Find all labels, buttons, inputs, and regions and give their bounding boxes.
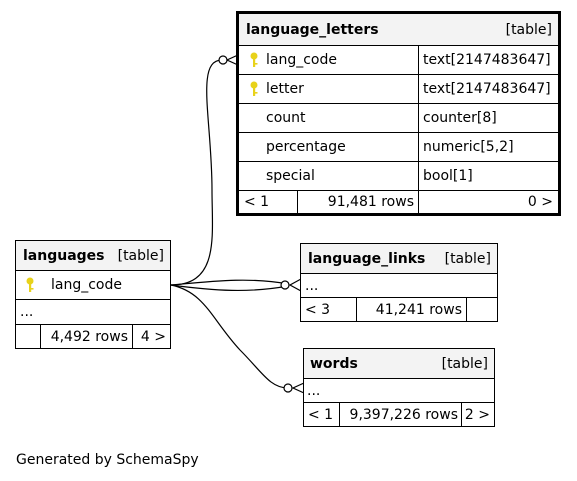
more-columns[interactable]: ...: [304, 378, 494, 402]
column-type: counter[8]: [418, 104, 497, 132]
column-name: count: [266, 110, 306, 126]
children-count[interactable]: 2 >: [461, 403, 494, 426]
table-footer: < 1 9,397,226 rows 2 >: [304, 402, 494, 426]
parents-count[interactable]: < 1: [244, 194, 270, 210]
table-languages[interactable]: languages [table] lang_code ... 4,492 ro…: [15, 240, 171, 349]
table-header: language_links [table]: [301, 244, 497, 273]
generator-credit: Generated by SchemaSpy: [16, 452, 199, 468]
table-footer: < 3 41,241 rows: [301, 297, 497, 321]
more-columns[interactable]: ...: [301, 273, 497, 297]
children-count[interactable]: 4 >: [132, 325, 170, 348]
column-name: special: [266, 168, 315, 184]
column-row[interactable]: lang_code text[2147483647]: [239, 45, 558, 74]
table-header: words [table]: [304, 349, 494, 378]
table-header: language_letters [table]: [239, 14, 558, 45]
column-row[interactable]: special bool[1]: [239, 161, 558, 190]
table-kind: [table]: [117, 247, 164, 264]
edge-languages-to-words: [170, 284, 289, 389]
column-row[interactable]: percentage numeric[5,2]: [239, 132, 558, 161]
table-words[interactable]: words [table] ... < 1 9,397,226 rows 2 >: [303, 348, 495, 427]
column-name: percentage: [266, 139, 346, 155]
column-row[interactable]: lang_code: [16, 270, 170, 299]
column-name: lang_code: [266, 52, 337, 68]
edge-languages-to-language-links-b: [170, 284, 289, 292]
column-type: bool[1]: [418, 162, 473, 190]
table-footer: 4,492 rows 4 >: [16, 324, 170, 348]
table-name: language_letters: [246, 21, 379, 38]
row-count: 9,397,226 rows: [339, 403, 461, 426]
table-footer: < 1 91,481 rows 0 >: [239, 190, 558, 213]
table-language-letters[interactable]: language_letters [table] lang_code text[…: [236, 11, 561, 216]
parents-count[interactable]: < 3: [305, 301, 331, 318]
table-name: words: [310, 355, 358, 372]
column-type: numeric[5,2]: [418, 133, 514, 161]
edge-end-marker: [280, 280, 290, 290]
column-type: text[2147483647]: [418, 46, 551, 74]
column-type: text[2147483647]: [418, 75, 551, 103]
parents-count[interactable]: < 1: [308, 406, 334, 423]
more-columns[interactable]: ...: [16, 299, 170, 324]
ellipsis: ...: [307, 382, 321, 399]
row-count: 4,492 rows: [40, 325, 132, 348]
edge-languages-to-language-links-a: [170, 279, 289, 286]
key-icon: [250, 81, 258, 96]
row-count: 41,241 rows: [356, 298, 466, 321]
row-count: 91,481 rows: [297, 191, 418, 213]
ellipsis: ...: [20, 304, 34, 320]
column-row[interactable]: letter text[2147483647]: [239, 74, 558, 103]
key-icon: [26, 277, 34, 292]
table-kind: [table]: [505, 21, 552, 38]
table-kind: [table]: [444, 250, 491, 267]
table-name: language_links: [308, 250, 426, 267]
column-name: letter: [266, 81, 304, 97]
table-header: languages [table]: [16, 241, 170, 270]
edge-end-marker: [218, 55, 228, 65]
children-count: [466, 298, 497, 321]
table-name: languages: [23, 247, 105, 264]
column-row[interactable]: count counter[8]: [239, 103, 558, 132]
table-language-links[interactable]: language_links [table] ... < 3 41,241 ro…: [300, 243, 498, 322]
edge-languages-to-language-letters: [170, 59, 223, 286]
edge-end-marker: [283, 383, 293, 393]
table-kind: [table]: [441, 355, 488, 372]
ellipsis: ...: [305, 277, 319, 294]
column-name: lang_code: [51, 277, 122, 293]
children-count[interactable]: 0 >: [418, 191, 558, 213]
key-icon: [250, 52, 258, 67]
